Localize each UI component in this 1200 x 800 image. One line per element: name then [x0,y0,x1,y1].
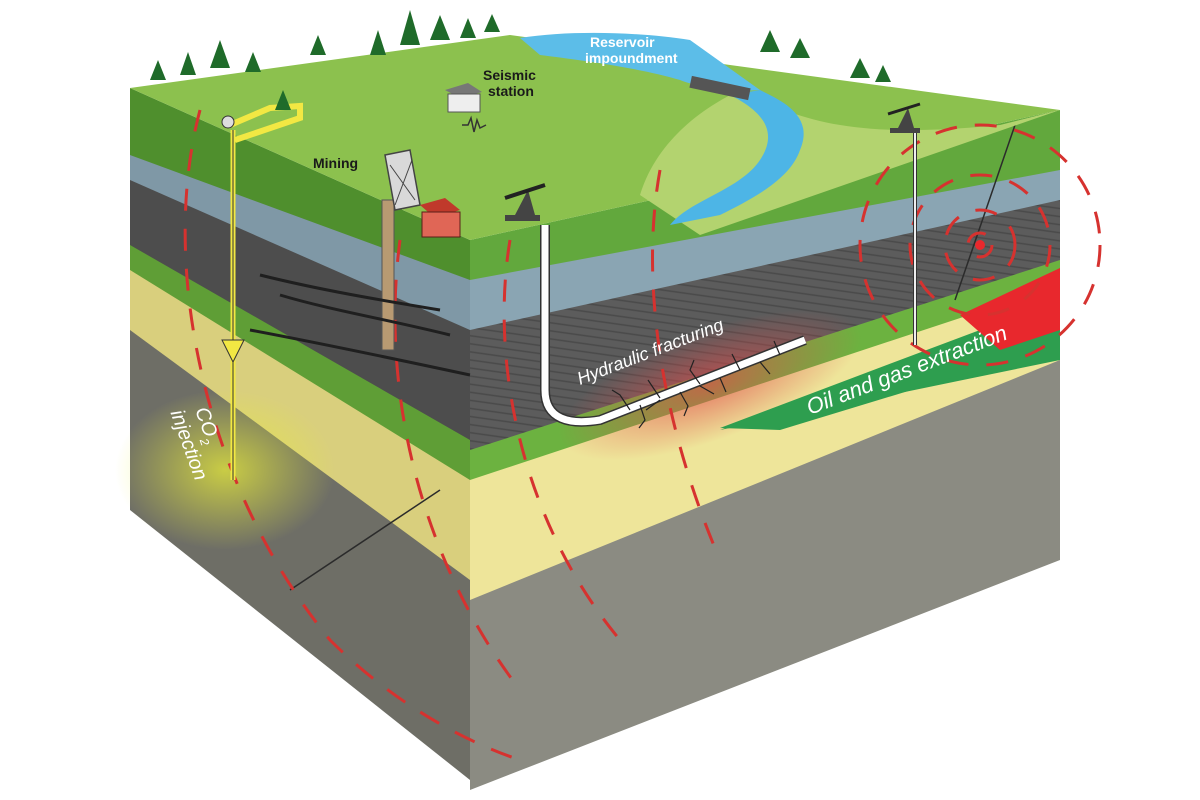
tree-icon [850,58,870,78]
pumpjack-icon [504,183,546,221]
fracking-well [540,225,807,429]
hypocenter-point [975,240,985,250]
house-icon [420,198,461,238]
reservoir-label-line1: Reservoir [590,34,655,50]
river [670,90,804,225]
tree-icons [150,10,891,110]
tree-icon [760,30,780,52]
tree-icon [370,30,386,55]
reservoir-label-line2: impoundment [585,50,678,66]
hypocenter-ring-1 [966,231,994,259]
down-arrow-icon [221,339,245,364]
dam-icon [689,75,751,101]
co2-pipeline [228,102,303,143]
tree-icon [275,90,291,110]
fault-line-right [954,124,1016,301]
tree-icon [790,38,810,58]
tree-icon [484,14,500,32]
fracking-wellbore-fill [541,225,807,426]
tree-icon [150,60,166,80]
wave-arc-1 [651,169,722,561]
tree-icon [400,10,420,45]
wave-arc-3 [183,109,521,762]
wellhead-valve-icon [221,115,235,129]
hypocenter-ring-2 [943,208,1017,282]
co2-plume [115,390,335,550]
wave-arc-4 [393,239,522,691]
left-green-layer-2 [130,240,470,480]
left-shale-layer [130,175,470,440]
tree-icon [210,40,230,68]
co2-injection-well [221,102,303,480]
seismic-station-label-line1: Seismic [483,67,536,83]
fault-line [289,489,441,591]
mine-shaft [381,199,395,351]
tree-icon [180,52,196,75]
seismograph-icon [462,115,487,133]
right-bedrock [470,340,1060,790]
seismic-station-house-icon [445,83,482,113]
grass-surface [130,35,1060,240]
tree-icon [310,35,326,55]
pumpjack-icon-right [887,102,921,133]
seismic-station-label-line2: station [488,83,534,99]
tree-icon [875,65,891,82]
tree-icon [245,52,261,72]
reservoir-water [520,32,760,91]
mining-label: Mining [313,155,358,171]
right-blue-layer [470,160,1060,330]
fracture-cracks [611,340,781,429]
top-surface [130,32,1060,240]
right-yellow-layer [470,270,1060,600]
coal-seams [249,273,471,377]
seismic-waves [183,109,1102,762]
hypocenter-ring-3 [908,173,1052,317]
wave-arc-2 [502,239,622,641]
tree-icon [460,18,476,38]
tree-icon [430,15,450,40]
hypocenter-ring-4 [858,123,1102,367]
oil-gas-green-body [720,330,1010,430]
